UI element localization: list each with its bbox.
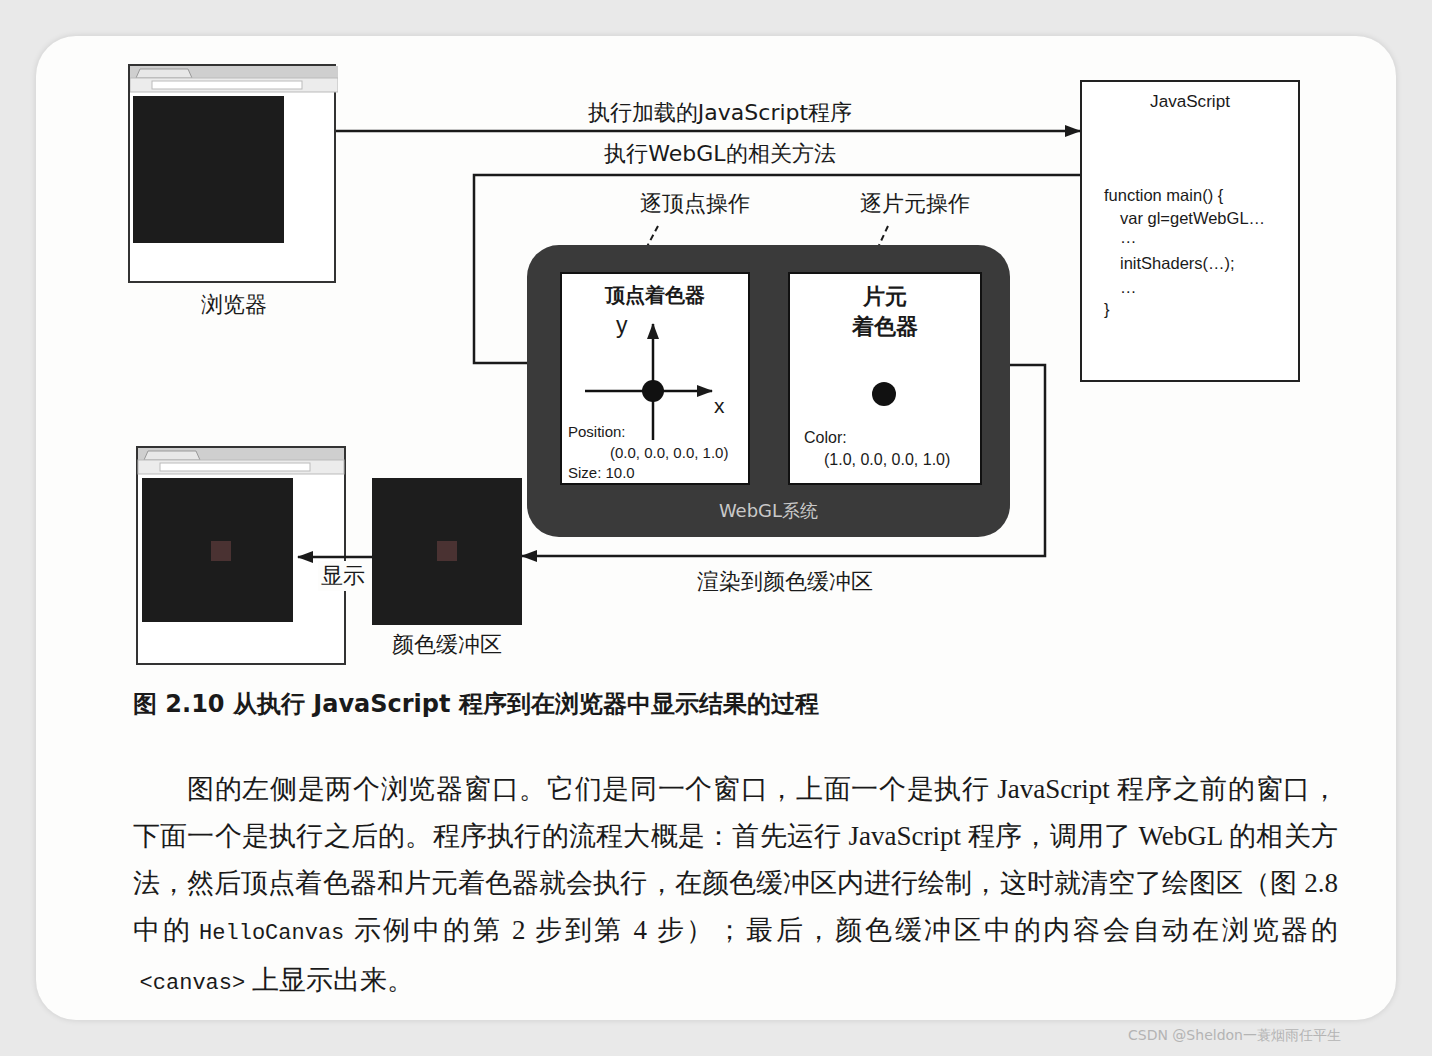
drawn-rect: [130, 78, 338, 92]
node-text: Position:: [568, 423, 626, 440]
label: 逐顶点操作: [620, 189, 770, 219]
drawn-rect: [160, 463, 310, 471]
drawn-circle: [642, 380, 664, 402]
browser-window-after: [137, 447, 345, 664]
drawn-path: [136, 69, 192, 78]
label: 显示: [318, 561, 368, 591]
drawn-rect: [138, 460, 344, 474]
flow-arrow: [336, 130, 1080, 133]
drawn-rect: [133, 96, 284, 243]
vertex-shader-box: 顶点着色器 y xPosition: (0.0, 0.0, 0.0, 1.0) Size…: [560, 272, 750, 485]
drawn-rect: [142, 478, 293, 622]
node-text: …: [1120, 278, 1137, 297]
drawn-rect: [137, 447, 345, 664]
figure-caption: 图 2.10 从执行 JavaScript 程序到在浏览器中显示结果的过程: [133, 688, 819, 720]
drawn-rect: [130, 66, 338, 78]
browser-window: 浏览器: [128, 64, 336, 283]
drawn-rect: [211, 541, 231, 561]
label: 逐片元操作: [840, 189, 990, 219]
node-text: initShaders(…);: [1120, 254, 1235, 273]
webgl-system: WebGL系统 顶点着色器 y xPosition: (0.0, 0.0, 0.0, …: [527, 245, 1010, 537]
drawn-rect: [152, 81, 302, 89]
color-buffer-image: [372, 478, 522, 625]
browser-window-before: [130, 66, 338, 285]
node-text: }: [1104, 300, 1110, 319]
code-box: JavaScript function main() { var gl=getWeb…: [1080, 80, 1300, 382]
display-arrow: [298, 556, 372, 559]
node-text: …: [1120, 228, 1137, 247]
node-text: y: [616, 312, 628, 339]
node-text: JavaScript: [1082, 92, 1298, 112]
node-text: Color:: [804, 429, 847, 447]
node-text: 浏览器: [130, 290, 338, 320]
node-text: x: [714, 394, 725, 418]
node-text: 颜色缓冲区: [372, 630, 522, 660]
paragraph-text: 上显示出来。: [252, 965, 414, 995]
node-text: Size: 10.0: [568, 464, 635, 481]
code-text: <canvas>: [140, 971, 246, 996]
node-text: 顶点着色器: [562, 282, 748, 309]
drawn-path: [144, 451, 200, 460]
color-buffer: 颜色缓冲区: [372, 478, 522, 625]
code-text: HelloCanvas: [199, 921, 344, 946]
paragraph-text: 示例中的第 2 步到第 4 步）；最后，颜色缓冲区中的内容会自动在浏览器的: [351, 915, 1338, 945]
edge-label: 执行加载的JavaScript程序: [470, 98, 970, 128]
edge-label: 执行WebGL的相关方法: [470, 139, 970, 169]
node-text: function main() {: [1104, 186, 1223, 205]
body-paragraph: 图的左侧是两个浏览器窗口。它们是同一个窗口，上面一个是执行 JavaScript…: [133, 766, 1338, 1007]
watermark: CSDN @Sheldon一蓑烟雨任平生: [1128, 1027, 1341, 1045]
drawn-circle: [872, 382, 896, 406]
drawn-rect: [138, 448, 344, 460]
node-text: (1.0, 0.0, 0.0, 1.0): [824, 451, 950, 469]
fragment-shader-box: 片元 着色器 Color: (1.0, 0.0, 0.0, 1.0): [788, 272, 982, 485]
drawn-rect: [437, 541, 457, 561]
node-text: var gl=getWebGL…: [1120, 209, 1265, 228]
edge-label: 渲染到颜色缓冲区: [600, 567, 970, 597]
node-text: 片元 着色器: [850, 282, 920, 342]
node-text: WebGL系统: [527, 499, 1010, 523]
node-text: (0.0, 0.0, 0.0, 1.0): [610, 444, 728, 461]
